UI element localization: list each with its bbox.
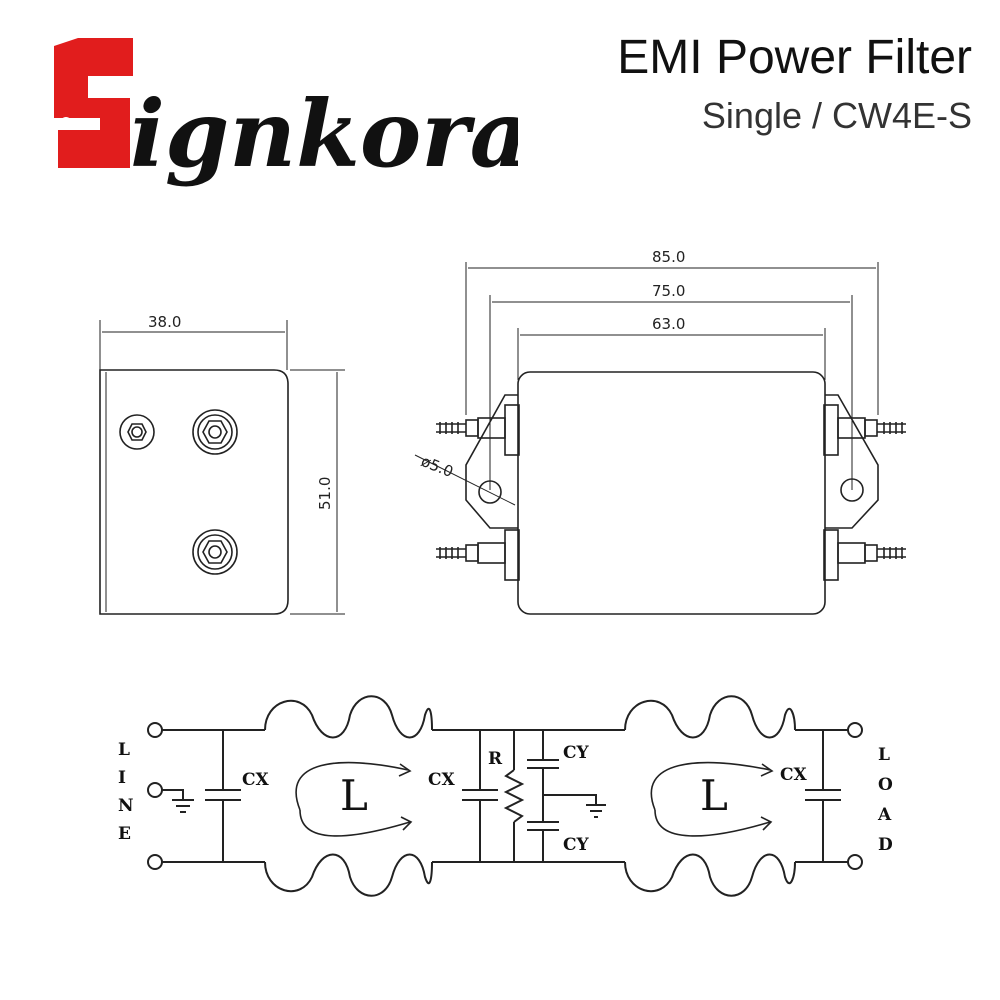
side-view: 38.0 51.0 [99, 313, 345, 615]
flux-arrow-right-bottom [654, 809, 771, 837]
resistor-zigzag [503, 769, 525, 823]
line-terminal-bottom [147, 854, 163, 870]
mount-hole-left [478, 480, 502, 504]
load-label-d: D [878, 835, 893, 855]
cx-mid-label: CX [428, 770, 456, 790]
top-view: 85.0 75.0 63.0 ø5.0 [414, 248, 906, 615]
title-block: EMI Power Filter Single / CW4E-S [617, 30, 972, 137]
inductor-right-label: L [700, 771, 728, 820]
stud-right-bottom-icon [837, 542, 906, 564]
right-flange [825, 394, 879, 529]
ground-stud-icon [119, 414, 155, 450]
line-label-l: L [118, 740, 130, 760]
stud-right-top-icon [837, 417, 906, 439]
r-label: R [488, 749, 503, 769]
terminal-stud-top-icon [192, 409, 238, 455]
dim-hole-diameter: ø5.0 [419, 452, 456, 481]
ground-mid-icon [543, 794, 606, 818]
side-body [99, 369, 289, 615]
line-terminal-mid [147, 782, 163, 798]
line-label-i: I [118, 768, 126, 788]
cy-top-label: CY [563, 743, 590, 763]
cx-right-label: CX [780, 765, 808, 785]
coil-right-top [624, 695, 796, 739]
product-subtitle: Single / CW4E-S [701, 95, 972, 137]
flux-arrow-right-top [650, 761, 771, 811]
coil-left-bottom [264, 853, 433, 897]
cx-left-label: CX [242, 770, 270, 790]
dim-mount-spacing: 75.0 [652, 282, 685, 300]
dim-total-length: 85.0 [652, 248, 685, 266]
line-label-e: E [118, 824, 131, 844]
ground-left-icon [162, 789, 194, 813]
load-terminal-top [847, 722, 863, 738]
mount-hole-right [840, 478, 864, 502]
filter-body [517, 371, 826, 615]
load-label-o: O [878, 775, 893, 795]
inductor-left-label: L [340, 771, 368, 820]
logo-wordmark: ignkoray [130, 80, 518, 188]
line-terminal-top [147, 722, 163, 738]
load-label-l: L [878, 745, 890, 765]
logo-s-mark [54, 38, 133, 168]
flux-arrow-left-bottom [299, 809, 411, 837]
dim-side-width: 38.0 [148, 313, 181, 331]
terminal-stud-bottom-icon [192, 529, 238, 575]
load-terminal-bottom [847, 854, 863, 870]
coil-right-bottom [624, 853, 796, 897]
load-label-a: A [877, 805, 892, 825]
stud-left-bottom-icon [436, 542, 506, 564]
filter-schematic [147, 695, 863, 897]
stud-left-top-icon [436, 417, 506, 439]
coil-left-top [264, 695, 433, 739]
dim-side-height: 51.0 [316, 477, 334, 510]
dim-body-length: 63.0 [652, 315, 685, 333]
logo-star-icon [60, 117, 72, 129]
product-title: EMI Power Filter [617, 31, 972, 84]
left-flange [465, 394, 518, 529]
cy-bottom-label: CY [563, 835, 590, 855]
flux-arrow-left-top [295, 761, 409, 811]
signkoray-logo: ignkoray [54, 38, 518, 188]
line-label-n: N [118, 796, 134, 816]
